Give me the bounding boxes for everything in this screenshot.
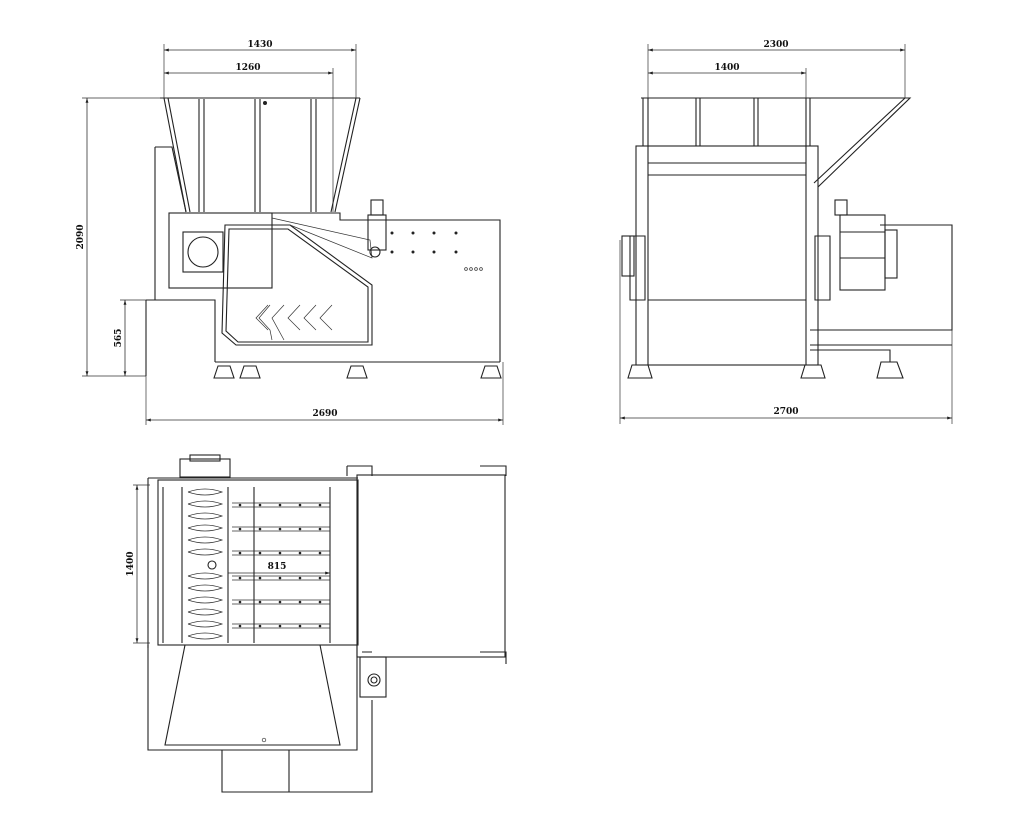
side-frame: [346, 465, 507, 698]
top-view: 1400 815: [126, 454, 507, 793]
dimension-total-length: 2690: [145, 362, 504, 425]
dimension-total-height: 2090: [76, 97, 164, 377]
dim-label: 2090: [76, 224, 86, 249]
dim-label: 565: [114, 329, 124, 348]
side-view: 2300 1400 2700: [619, 40, 953, 424]
dim-label: 2690: [312, 409, 337, 419]
front-view: 1430 1260 2090 565 2690: [76, 40, 504, 425]
dim-label: 1400: [714, 63, 739, 73]
dimension-total-width: 2700: [619, 225, 953, 424]
dim-label: 2300: [763, 40, 788, 50]
dimension-hopper-width: 1400: [648, 63, 807, 98]
dim-label: 815: [268, 562, 287, 572]
counter-knife-bars: [232, 502, 330, 629]
dimension-hopper-inner: 1260: [164, 63, 334, 212]
hopper: [160, 97, 361, 213]
dimension-rotor-length: 815: [228, 562, 330, 575]
dimension-chamber-width: 1400: [126, 484, 150, 644]
dim-label: 2700: [773, 407, 798, 417]
cutting-chamber: [147, 454, 359, 648]
feet: [213, 365, 502, 379]
dim-label: 1400: [126, 551, 136, 576]
dim-label: 1260: [235, 63, 260, 73]
dim-label: 1430: [247, 40, 272, 50]
discharge-hopper: [147, 644, 373, 793]
shredder-body: [621, 145, 953, 366]
rotor-knives: [187, 488, 224, 640]
bolt-holes: [390, 231, 483, 271]
dimension-hopper-total-width: 2300: [647, 40, 906, 98]
dimension-hopper-outer: 1430: [163, 40, 357, 98]
feet: [627, 361, 904, 379]
dimension-base-height: 565: [114, 299, 146, 376]
shredder-body: [145, 146, 501, 376]
hopper: [641, 97, 912, 188]
